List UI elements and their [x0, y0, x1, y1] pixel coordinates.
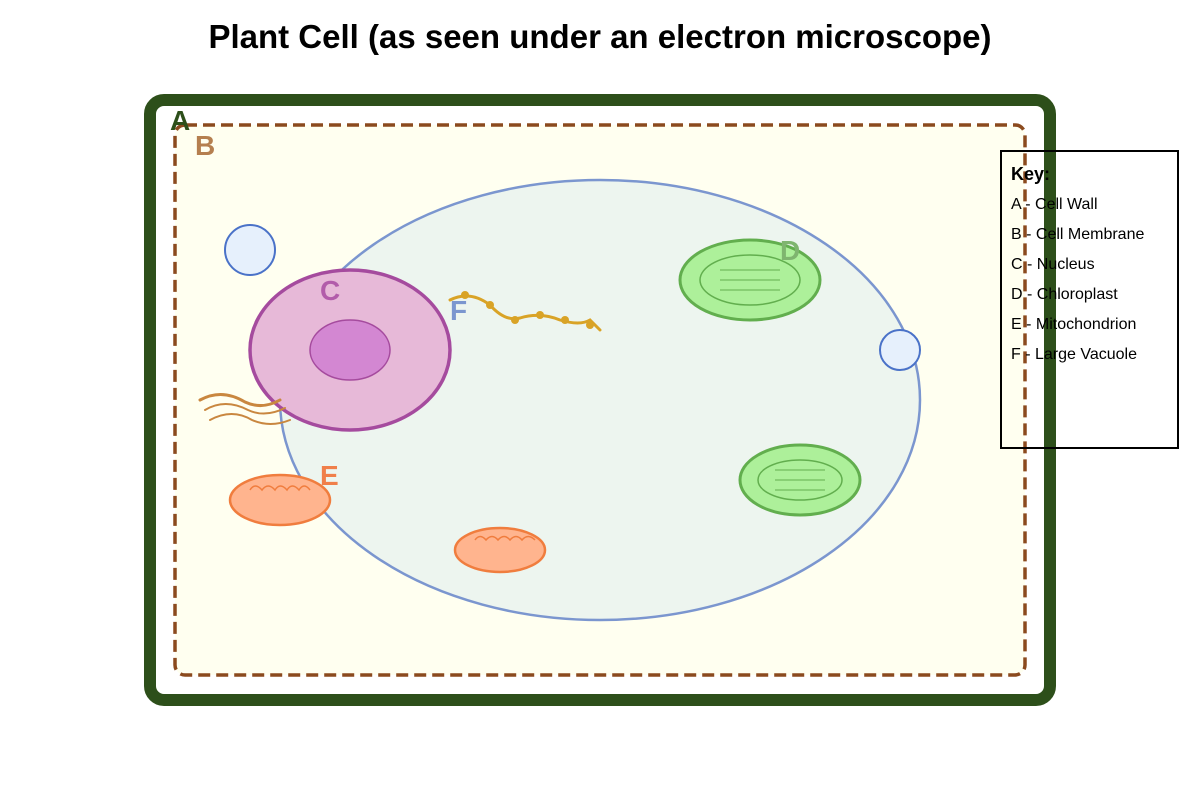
chloroplast-top [678, 238, 822, 322]
mitochondrion-cristae [249, 485, 311, 492]
vesicle-left [224, 224, 276, 276]
chloroplast-bottom [738, 443, 862, 517]
label-c: C [320, 275, 340, 306]
ribosome-strand [448, 294, 602, 332]
chloroplast-inner [699, 254, 801, 306]
er-strand-2 [204, 403, 286, 415]
key-item-nucleus: C - Nucleus [1011, 256, 1095, 273]
er-strands [198, 393, 291, 425]
nucleolus [309, 319, 391, 381]
key-item-cell-wall: A - Cell Wall [1011, 196, 1098, 213]
mitochondrion-left [228, 473, 332, 527]
mitochondrion-bottom [453, 526, 547, 574]
diagram-title: Plant Cell (as seen under an electron mi… [208, 18, 992, 55]
ribosome [461, 291, 469, 299]
key-item-chloroplast: D - Chloroplast [1011, 286, 1118, 303]
ribosome [511, 316, 519, 324]
key-item-mitochondrion: E - Mitochondrion [1011, 316, 1137, 333]
ribosome [561, 316, 569, 324]
ribosome [586, 321, 594, 329]
key-item-large-vacuole: F - Large Vacuole [1011, 346, 1137, 363]
mitochondrion-body [453, 526, 547, 574]
ribosome [536, 311, 544, 319]
label-b: B [195, 130, 215, 161]
label-d: D [780, 235, 800, 266]
vesicle-right [879, 329, 921, 371]
key-box: Key: A - Cell Wall B - Cell Membrane C -… [1000, 150, 1179, 449]
chloroplast-inner [757, 459, 843, 501]
mitochondrion-cristae [474, 535, 536, 542]
key-title: Key: [1011, 164, 1051, 184]
label-e: E [320, 460, 339, 491]
er-strand-1 [198, 393, 282, 407]
label-a: A [170, 105, 190, 136]
er-strand-3 [209, 413, 291, 425]
mitochondrion-body [228, 473, 332, 527]
ribosome [486, 301, 494, 309]
ribosomes [461, 291, 594, 329]
key-item-cell-membrane: B - Cell Membrane [1011, 226, 1145, 243]
label-f: F [450, 295, 467, 326]
